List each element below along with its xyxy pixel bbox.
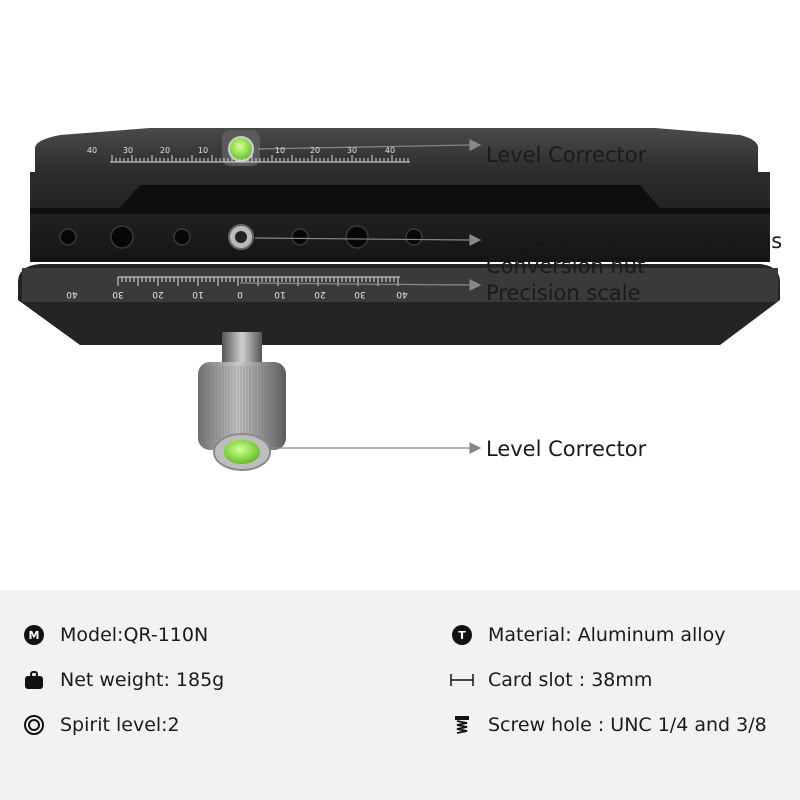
screw-holes xyxy=(59,225,423,249)
callout-lines xyxy=(239,139,482,454)
top-scale-number: 30 xyxy=(123,146,133,155)
spec-model-text: Model:QR-110N xyxy=(60,624,209,646)
bottom-level-bubble xyxy=(224,440,260,464)
spec-material: T Material: Aluminum alloy xyxy=(448,620,725,650)
spec-material-text: Material: Aluminum alloy xyxy=(488,624,726,646)
top-scale-numbers: 40 30 20 10 10 20 30 40 xyxy=(87,146,395,155)
top-scale-number: 10 xyxy=(198,146,208,155)
top-scale-number: 40 xyxy=(87,146,97,155)
callout-screw-holes: UNC1/4 and 3/8 screw holes xyxy=(486,229,783,253)
bottom-scale-number: 20 xyxy=(314,289,326,299)
bottom-scale-number: 0 xyxy=(237,289,243,299)
svg-text:M: M xyxy=(29,629,40,642)
screw-icon xyxy=(448,711,476,739)
bottom-scale-numbers: 40 30 20 10 0 10 20 30 40 xyxy=(66,289,408,299)
bottom-scale-number: 30 xyxy=(112,289,124,299)
bottom-scale-number: 10 xyxy=(192,289,204,299)
callout-precision-scale: Precision scale xyxy=(486,281,641,305)
spec-spirit-level-text: Spirit level:2 xyxy=(60,714,180,736)
bottom-scale-number: 30 xyxy=(354,289,366,299)
top-level-bubble xyxy=(228,136,254,162)
product-illustration: 40 30 20 10 10 20 30 40 40 30 20 10 0 10 20 30 40 Level… xyxy=(18,128,783,471)
bottom-scale-number: 20 xyxy=(152,289,164,299)
spec-model: M Model:QR-110N xyxy=(20,620,208,650)
spec-screw-hole-text: Screw hole : UNC 1/4 and 3/8 xyxy=(488,714,767,736)
bottom-scale-number: 10 xyxy=(274,289,286,299)
spec-screw-hole: Screw hole : UNC 1/4 and 3/8 xyxy=(448,710,767,740)
bottom-scale-number: 40 xyxy=(66,289,78,299)
callout-level-corrector-top: Level Corrector xyxy=(486,143,647,167)
model-icon: M xyxy=(20,621,48,649)
top-scale-number: 20 xyxy=(160,146,170,155)
spec-weight: Net weight: 185g xyxy=(20,665,224,695)
spec-weight-text: Net weight: 185g xyxy=(60,669,225,691)
svg-text:T: T xyxy=(458,629,466,642)
top-scale-number: 30 xyxy=(347,146,357,155)
spec-spirit-level: Spirit level:2 xyxy=(20,710,180,740)
top-scale-number: 20 xyxy=(310,146,320,155)
weight-icon xyxy=(20,666,48,694)
spec-card-slot-text: Card slot : 38mm xyxy=(488,669,653,691)
top-rail-face xyxy=(35,128,759,175)
bottom-scale-number: 40 xyxy=(396,289,408,299)
spirit-level-icon xyxy=(20,711,48,739)
spec-panel: M Model:QR-110N T Material: Aluminum all… xyxy=(0,590,800,800)
callout-level-corrector-bottom: Level Corrector xyxy=(486,437,647,461)
clamp-drawing: 40 30 20 10 10 20 30 40 40 30 20 10 0 10 20 30 40 xyxy=(18,128,780,471)
top-scale-number: 10 xyxy=(275,146,285,155)
spec-card-slot: Card slot : 38mm xyxy=(448,665,652,695)
top-scale-number: 40 xyxy=(385,146,395,155)
callout-conversion-nut: Conversion nut xyxy=(486,254,646,278)
material-icon: T xyxy=(448,621,476,649)
clamp-groove xyxy=(30,185,770,214)
card-slot-icon xyxy=(448,666,476,694)
